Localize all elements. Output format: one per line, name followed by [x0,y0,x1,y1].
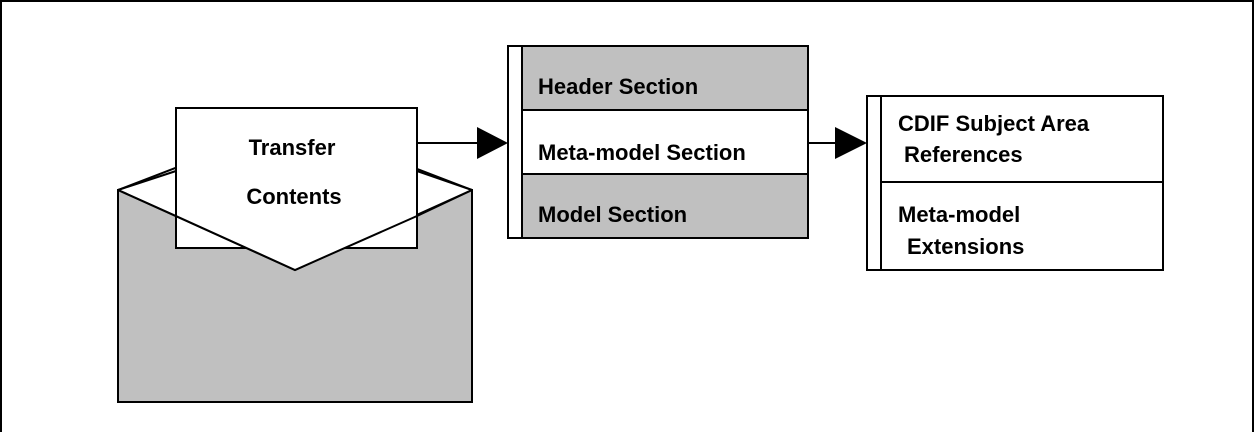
meta-model-parts: CDIF Subject Area References Meta-model … [866,95,1164,271]
envelope-left-fold [117,170,177,191]
subject-area-label-line2: References [904,142,1023,167]
arrow-to-sections [417,127,508,159]
meta-model-section-box [521,109,809,175]
header-section-box [521,45,809,111]
meta-model-section-label: Meta-model Section [538,140,746,165]
extensions-label-line2: Extensions [907,234,1024,259]
file-sections: Header Section Meta-model Section Model … [507,45,809,239]
letter-visible [175,107,418,272]
arrow-to-meta-model-parts [808,127,867,159]
model-section-box [521,173,809,239]
letter-label-line2: Contents [246,184,341,209]
model-section-label: Model Section [538,202,687,227]
letter-label-line1: Transfer [249,135,336,160]
subject-area-label-line1: CDIF Subject Area [898,111,1090,136]
envelope-right-flap-line [416,189,473,217]
envelope-right-fold [416,170,473,191]
header-section-label: Header Section [538,74,698,99]
extensions-label-line1: Meta-model [898,202,1020,227]
envelope-left-flap-line [117,189,177,217]
envelope: Transfer Contents [117,107,473,403]
